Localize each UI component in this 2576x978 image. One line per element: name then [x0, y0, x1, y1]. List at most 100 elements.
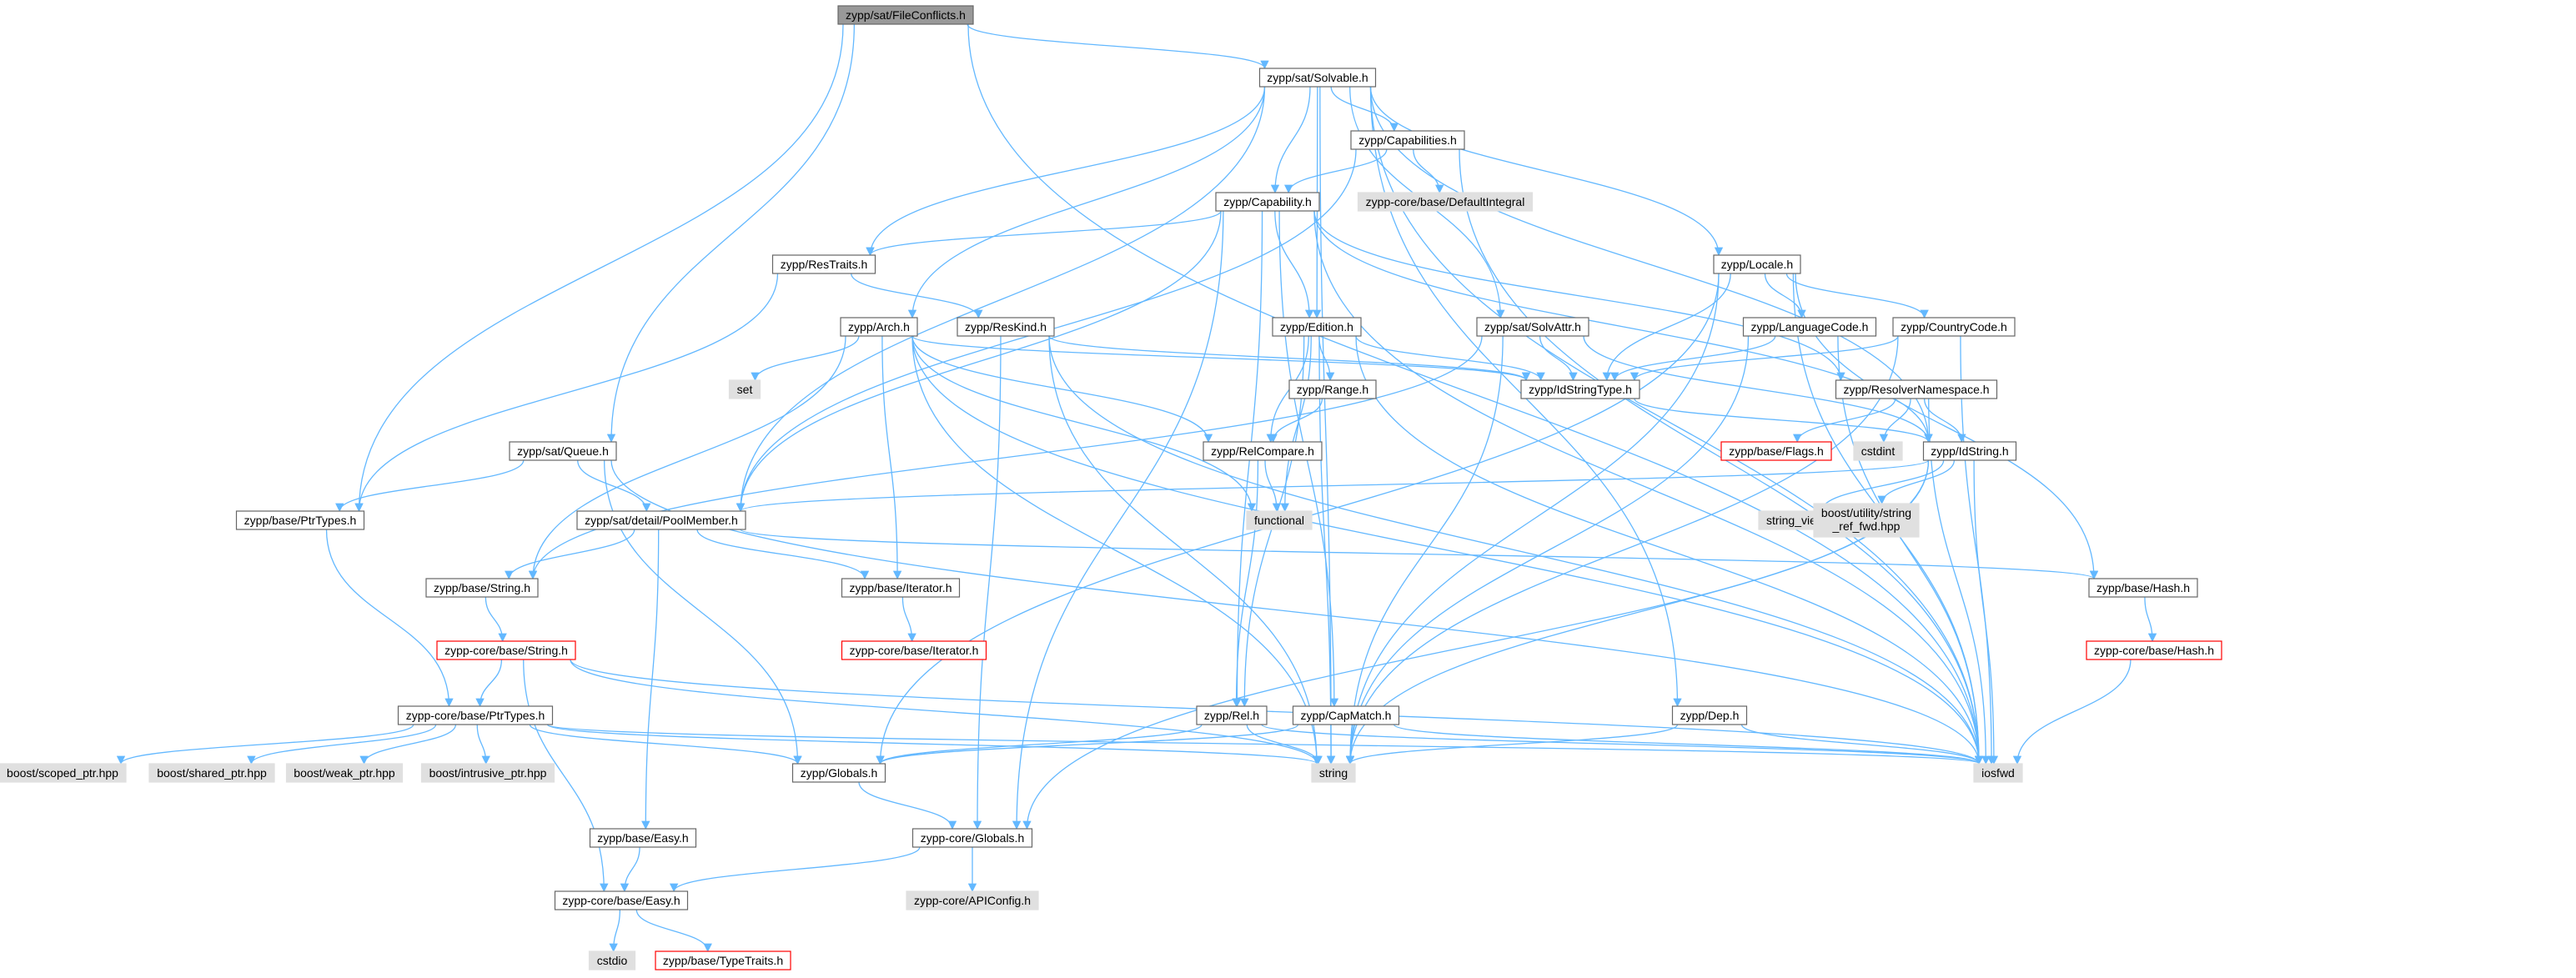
edge-reskind-to-coreglobals [972, 335, 1002, 830]
edge-poolmember-to-hash [740, 529, 2098, 580]
edge-corestring-to-coreptrtypes [475, 659, 503, 708]
node-functional: functional [1246, 510, 1313, 530]
node-arch[interactable]: zypp/Arch.h [840, 317, 918, 337]
node-corestring[interactable]: zypp-core/base/String.h [436, 640, 576, 660]
edge-countrycode-to-string [1345, 335, 1899, 765]
node-label: zypp/base/Easy.h [597, 831, 688, 845]
node-box [1742, 317, 1877, 337]
node-box [1215, 192, 1320, 212]
node-solvattr[interactable]: zypp/sat/SolvAttr.h [1476, 317, 1589, 337]
node-box [420, 763, 555, 783]
node-locale[interactable]: zypp/Locale.h [1713, 254, 1801, 274]
node-corehash[interactable]: zypp-core/base/Hash.h [2086, 640, 2222, 660]
edge-solvable-to-capability [1270, 86, 1311, 194]
node-box [436, 640, 576, 660]
edge-locale-to-string [1345, 273, 1720, 765]
node-box [1892, 317, 2016, 337]
node-label: zypp/base/String.h [434, 581, 530, 594]
node-label: zypp/Locale.h [1721, 258, 1793, 271]
node-label: boost/shared_ptr.hpp [157, 766, 267, 780]
edge-queue-to-globals [604, 459, 802, 765]
edge-capability-to-edition [1274, 210, 1314, 319]
edge-root-to-iosfwd [967, 23, 1984, 765]
node-reskind[interactable]: zypp/ResKind.h [957, 317, 1055, 337]
node-idstringtype[interactable]: zypp/IdStringType.h [1520, 379, 1640, 399]
node-label: zypp/sat/Queue.h [517, 444, 609, 458]
edge-arch-to-iterator [881, 335, 902, 580]
node-restraits[interactable]: zypp/ResTraits.h [771, 254, 876, 274]
node-iterator[interactable]: zypp/base/Iterator.h [841, 578, 961, 598]
node-label: zypp-core/base/String.h [444, 644, 568, 657]
node-baseeasy[interactable]: zypp/base/Easy.h [589, 828, 697, 848]
node-box [1720, 441, 1832, 461]
edge-coreptrtypes-to-iosfwd [546, 724, 1983, 765]
node-label: zypp/CapMatch.h [1301, 709, 1392, 722]
node-capmatch[interactable]: zypp/CapMatch.h [1292, 705, 1400, 725]
node-label: zypp-core/base/PtrTypes.h [406, 709, 545, 722]
node-box [1476, 317, 1589, 337]
edge-dep-to-iosfwd [1740, 724, 1984, 765]
edge-capability-to-poolmember [736, 210, 1222, 513]
node-resolvernamespace[interactable]: zypp/ResolverNamespace.h [1835, 379, 1998, 399]
edge-capability-to-coreglobals [1012, 210, 1224, 830]
edge-restraits-to-reskind [851, 273, 983, 319]
node-flags[interactable]: zypp/base/Flags.h [1720, 441, 1832, 461]
node-label: zypp-core/base/DefaultIntegral [1366, 195, 1525, 208]
edge-coreptrtypes-to-shared [247, 724, 437, 765]
node-ptrtypes[interactable]: zypp/base/PtrTypes.h [235, 510, 365, 530]
edge-idstring-to-iosfwd [1973, 459, 1999, 765]
node-box [1350, 130, 1465, 150]
node-globals[interactable]: zypp/Globals.h [791, 763, 886, 783]
node-hash[interactable]: zypp/base/Hash.h [2088, 578, 2198, 598]
node-box [1272, 317, 1362, 337]
edge-languagecode-to-string [1345, 335, 1750, 765]
node-box [771, 254, 876, 274]
node-label: zypp-core/base/Iterator.h [850, 644, 979, 657]
edge-rel-to-string [1246, 724, 1323, 765]
node-box [1922, 441, 2017, 461]
node-coreiterator[interactable]: zypp-core/base/Iterator.h [841, 640, 987, 660]
node-basestring[interactable]: zypp/base/String.h [425, 578, 539, 598]
node-range[interactable]: zypp/Range.h [1288, 379, 1377, 399]
node-cstdio: cstdio [588, 950, 636, 970]
node-box [1835, 379, 1998, 399]
node-idstring[interactable]: zypp/IdString.h [1922, 441, 2017, 461]
node-label: cstdint [1861, 444, 1896, 458]
node-coreptrtypes[interactable]: zypp-core/base/PtrTypes.h [397, 705, 554, 725]
node-countrycode[interactable]: zypp/CountryCode.h [1892, 317, 2016, 337]
node-dep[interactable]: zypp/Dep.h [1671, 705, 1748, 725]
node-rel[interactable]: zypp/Rel.h [1196, 705, 1268, 725]
node-box [957, 317, 1055, 337]
node-relcompare[interactable]: zypp/RelCompare.h [1203, 441, 1323, 461]
node-box [1357, 192, 1534, 212]
node-box [1671, 705, 1748, 725]
node-edition[interactable]: zypp/Edition.h [1272, 317, 1362, 337]
node-label: zypp/base/TypeTraits.h [663, 954, 783, 967]
node-box [1311, 763, 1356, 783]
node-root[interactable]: zypp/sat/FileConflicts.h [837, 5, 974, 25]
node-poolmember[interactable]: zypp/sat/detail/PoolMember.h [576, 510, 746, 530]
node-capabilities[interactable]: zypp/Capabilities.h [1350, 130, 1465, 150]
node-coreeasy[interactable]: zypp-core/base/Easy.h [554, 890, 689, 910]
node-box [2088, 578, 2198, 598]
node-typetraits[interactable]: zypp/base/TypeTraits.h [655, 950, 791, 970]
node-solvable[interactable]: zypp/sat/Solvable.h [1258, 68, 1377, 88]
edge-solvattr-to-basestring [528, 335, 1483, 580]
node-queue[interactable]: zypp/sat/Queue.h [509, 441, 617, 461]
edge-locale-to-countrycode [1785, 273, 1929, 319]
edge-globals-to-coreglobals [858, 781, 957, 830]
edge-coreptrtypes-to-string [546, 724, 1321, 765]
node-languagecode[interactable]: zypp/LanguageCode.h [1742, 317, 1877, 337]
node-box [837, 5, 974, 25]
node-capability[interactable]: zypp/Capability.h [1215, 192, 1320, 212]
node-coreglobals[interactable]: zypp-core/Globals.h [911, 828, 1033, 848]
edge-coreptrtypes-to-intrusive [476, 724, 490, 765]
node-box [1292, 705, 1400, 725]
node-label: zypp/Edition.h [1280, 320, 1353, 334]
node-box [1258, 68, 1377, 88]
edge-solvable-to-idstring [1369, 86, 1933, 444]
edge-solvable-to-capabilities [1330, 86, 1398, 133]
edge-iterator-to-coreiterator [901, 596, 916, 643]
node-box [841, 640, 987, 660]
edge-corestring-to-coreeasy [523, 659, 609, 893]
